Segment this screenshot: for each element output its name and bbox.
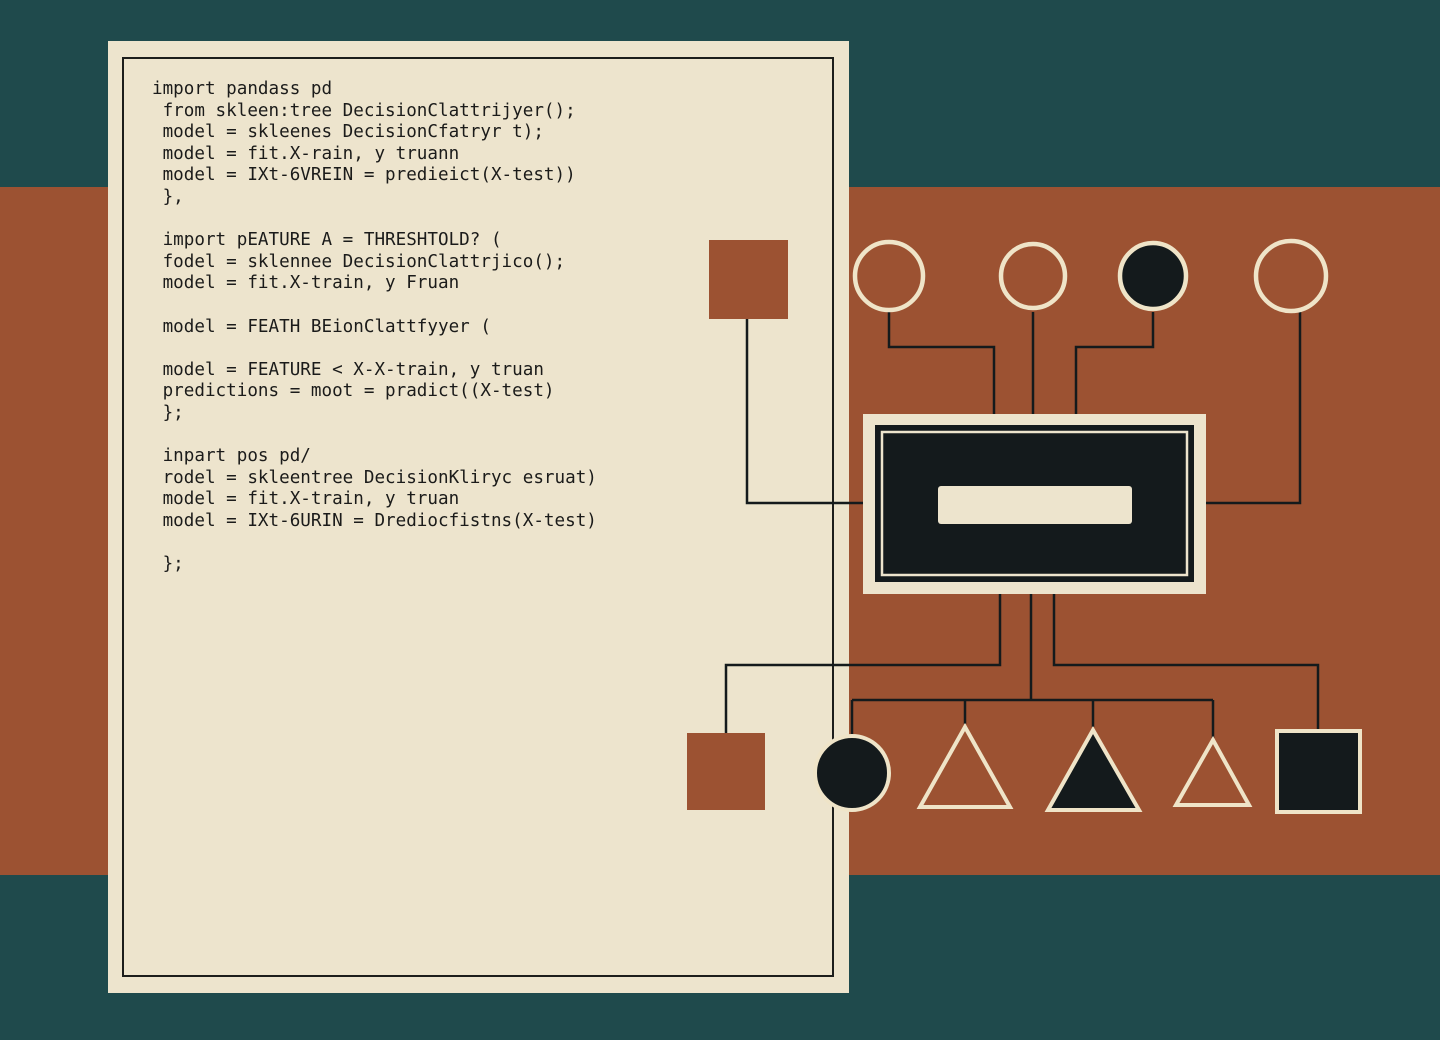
code-line: rodel = skleentree DecisionKliryc esruat… — [152, 467, 597, 488]
code-sheet: import pandass pd from skleen:tree Decis… — [108, 41, 849, 993]
connector-circle-1 — [887, 312, 996, 414]
code-line: import pandass pd — [152, 79, 333, 99]
code-line: }; — [152, 554, 184, 575]
code-line: model = IXt-6VREIN = predieict(X-test)) — [152, 165, 576, 186]
bottom-triangle-node-3 — [1172, 735, 1253, 807]
code-line: import pEATURE A = THRESHTOLD? ( — [152, 230, 502, 251]
top-circle-node-1 — [852, 239, 926, 313]
central-node-inner-outline — [880, 430, 1189, 577]
connector-circle-3 — [1074, 312, 1155, 414]
code-line: from skleen:tree DecisionClattrijyer(); — [152, 100, 576, 121]
bottom-square-node-rust — [687, 733, 765, 810]
code-line: }; — [152, 402, 184, 423]
code-line: model = FEATURE < X-X-train, y truan — [152, 359, 544, 380]
bottom-square-node-dark — [1275, 729, 1362, 814]
bottom-circle-node — [813, 734, 891, 812]
bottom-triangle-node-1 — [916, 722, 1014, 809]
top-circle-node-2 — [998, 241, 1068, 311]
code-line: predictions = moot = pradict((X-test) — [152, 381, 555, 402]
connector-bottom-left — [724, 592, 1002, 733]
top-circle-node-4 — [1253, 238, 1329, 314]
code-line: model = fit.X-train, y truan — [152, 489, 460, 510]
input-square-node — [709, 240, 788, 319]
code-line: model = fit.X-train, y Fruan — [152, 273, 460, 294]
code-sheet-frame — [122, 57, 834, 977]
central-node-bar — [938, 486, 1132, 524]
code-line: inpart pos pd/ — [152, 446, 311, 467]
code-line: fodel = sklennee DecisionClattrjico(); — [152, 251, 566, 272]
top-circle-node-3 — [1117, 240, 1189, 312]
bottom-triangle-node-2 — [1044, 725, 1143, 812]
code-line: model = skleenes DecisionCfatryr t); — [152, 122, 544, 143]
code-block: import pandass pd from skleen:tree Decis… — [152, 79, 597, 576]
connector-bottom-right — [1052, 592, 1320, 731]
connector-right-edge — [1205, 312, 1302, 505]
code-line: model = FEATH BEionClattfyyer ( — [152, 316, 491, 337]
code-line: model = IXt-6URIN = Drediocfistns(X-test… — [152, 510, 597, 531]
code-line: }, — [152, 186, 184, 207]
connector-left-square — [745, 318, 865, 505]
code-line: model = fit.X-rain, y truann — [152, 143, 460, 164]
